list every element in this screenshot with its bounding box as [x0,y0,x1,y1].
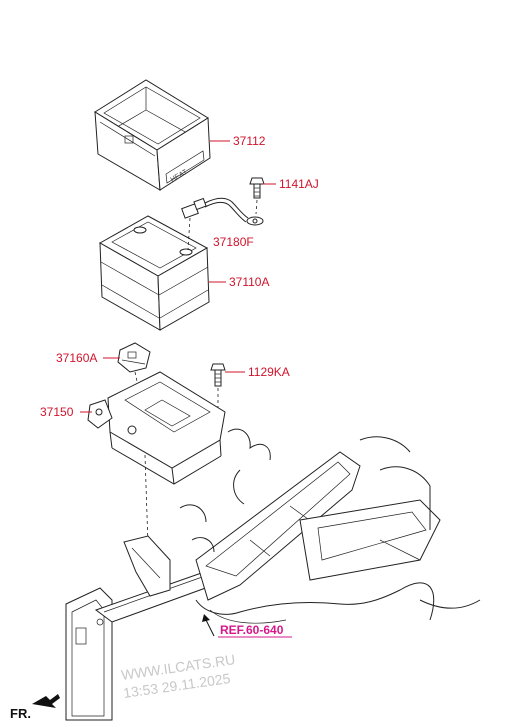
front-arrow-icon [32,694,60,708]
label-1141AJ: 1141AJ [279,177,319,191]
label-37110A: 37110A [229,275,269,289]
label-37180F: 37180F [213,235,254,249]
front-direction-indicator: FR. [10,694,60,721]
front-direction-label: FR. [10,706,31,721]
reference-label[interactable]: REF.60-640 [220,623,284,637]
battery-cable-drawing [181,197,264,251]
label-37150: 37150 [40,405,74,419]
label-37160A: 37160A [56,351,97,365]
clamp-drawing [117,342,151,396]
battery-tray-drawing: HEAT [94,79,211,191]
bolt-top-drawing [249,177,265,215]
bracket-drawing [87,371,226,546]
bolt-mid-drawing [210,363,226,425]
battery-drawing [98,215,210,331]
reference-link[interactable]: REF.60-640 [202,614,292,638]
label-1129KA: 1129KA [248,365,290,379]
vehicle-frame-drawing [65,428,481,721]
label-37112: 37112 [233,134,266,148]
leader-lines [80,140,276,413]
